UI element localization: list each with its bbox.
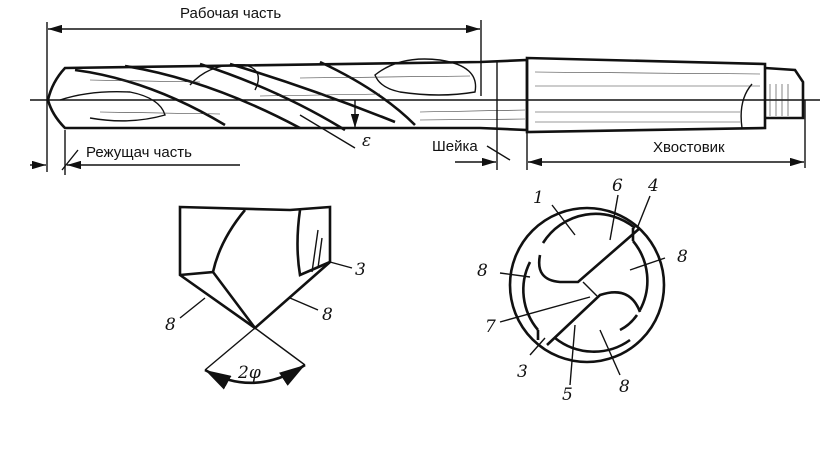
tip-label-8-right: 8 <box>322 305 333 325</box>
drill-shank <box>525 56 805 134</box>
working-part-dimension: Рабочая часть <box>46 5 482 172</box>
section-label-1: 1 <box>533 188 544 208</box>
drill-fluted-body: ε <box>30 58 820 151</box>
cutting-part-label: Режущач часть <box>86 144 192 161</box>
section-label-8-left: 8 <box>477 261 488 281</box>
point-angle-label: 2φ <box>237 363 261 383</box>
section-label-5: 5 <box>562 385 573 405</box>
section-label-3: 3 <box>517 362 528 382</box>
neck-label: Шейка <box>432 138 478 155</box>
shank-label: Хвостовик <box>653 139 725 156</box>
tip-label-8-left: 8 <box>165 315 176 335</box>
shank-dimension: Хвостовик <box>528 100 806 168</box>
section-label-8-right: 8 <box>677 247 688 267</box>
section-label-8-bottom: 8 <box>619 377 630 397</box>
working-part-label: Рабочая часть <box>180 5 281 22</box>
cutting-part-dimension: Режущач часть <box>30 130 240 175</box>
section-label-4: 4 <box>647 176 659 196</box>
section-leaders <box>499 194 666 386</box>
section-label-6: 6 <box>612 176 623 196</box>
drill-point-view: 2φ 3 8 8 <box>165 205 366 390</box>
helix-angle-label: ε <box>362 131 371 151</box>
tip-label-3: 3 <box>355 260 366 280</box>
drill-cross-section: 1 6 4 8 8 7 3 5 8 <box>477 176 688 405</box>
neck-dimension: Шейка <box>432 128 528 170</box>
section-label-7: 7 <box>485 317 496 337</box>
